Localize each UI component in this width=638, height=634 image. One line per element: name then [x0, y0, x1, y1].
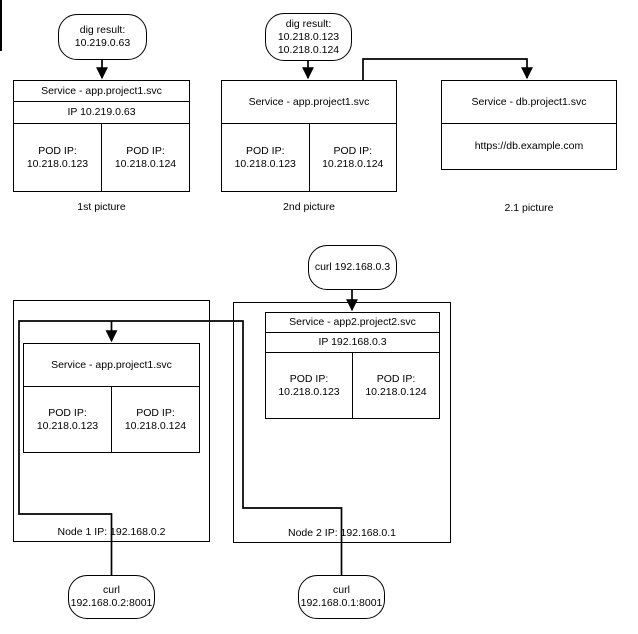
pods-row-node1: POD IP: 10.218.0.123 POD IP: 10.218.0.12… — [24, 386, 199, 452]
pod-cell: POD IP: 10.218.0.123 — [266, 353, 352, 418]
pod-label: POD IP: — [38, 144, 77, 157]
pod-label: POD IP: — [333, 144, 372, 157]
caption-2-1-picture: 2.1 picture — [504, 202, 554, 214]
curl-node1-line2: 192.168.0.2:8001 — [70, 597, 153, 609]
connector-service2-to-dbservice — [362, 58, 533, 80]
curl-node1-shape: curl 192.168.0.2:8001 — [68, 575, 155, 619]
curl-node2-line2: 192.168.0.1:8001 — [300, 597, 383, 609]
pods-row-node2: POD IP: 10.218.0.123 POD IP: 10.218.0.12… — [266, 352, 439, 418]
service-box-p1: Service - app.project1.svc IP 10.219.0.6… — [13, 80, 190, 192]
pod-ip: 10.218.0.123 — [278, 385, 340, 398]
caption-1st-picture: 1st picture — [77, 201, 126, 213]
curl-service2-shape: curl 192.168.0.3 — [308, 245, 397, 290]
curl-node2-shape: curl 192.168.0.1:8001 — [298, 575, 385, 619]
curl-node1-line1: curl — [103, 584, 120, 596]
service-title-node1: Service - app.project1.svc — [51, 358, 172, 371]
curl-node2-line1: curl — [333, 584, 350, 596]
cropped-edge-artifact — [0, 0, 2, 51]
pod-cell: POD IP: 10.218.0.123 — [24, 387, 111, 452]
pod-cell: POD IP: 10.218.0.124 — [352, 353, 439, 418]
pod-label: POD IP: — [245, 144, 285, 157]
pod-cell: POD IP: 10.218.0.124 — [101, 124, 189, 191]
pod-ip: 10.218.0.124 — [322, 157, 384, 170]
dig-result-1-line2: 10.219.0.63 — [74, 37, 131, 49]
pod-cell: POD IP: 10.218.0.124 — [111, 387, 199, 452]
pod-ip: 10.218.0.123 — [26, 157, 89, 170]
curl-service2-text: curl 192.168.0.3 — [314, 261, 391, 273]
pods-row-p1: POD IP: 10.218.0.123 POD IP: 10.218.0.12… — [14, 123, 189, 191]
dig-result-2-shape: dig result: 10.218.0.123 10.218.0.124 — [265, 13, 352, 61]
pod-ip: 10.218.0.123 — [36, 419, 99, 432]
service-title-p21: Service - db.project1.svc — [471, 95, 587, 108]
service-ip-node2: IP 192.168.0.3 — [266, 332, 439, 352]
caption-2nd-picture: 2nd picture — [283, 201, 335, 213]
dig-result-1-line1: dig result: — [79, 24, 126, 36]
pods-row-p2: POD IP: 10.218.0.123 POD IP: 10.218.0.12… — [222, 123, 396, 191]
pod-label: POD IP: — [289, 372, 329, 385]
dig-result-2-line1: dig result: — [285, 17, 332, 30]
dig-result-2-line2: 10.218.0.123 — [277, 30, 340, 43]
service-box-p2: Service - app.project1.svc POD IP: 10.21… — [221, 80, 397, 192]
pod-cell: POD IP: 10.218.0.123 — [14, 124, 101, 191]
service-ip-p1: IP 10.219.0.63 — [14, 101, 189, 123]
node2-ip-label: Node 2 IP: 192.168.0.1 — [288, 527, 396, 539]
dig-result-2-line3: 10.218.0.124 — [277, 43, 340, 56]
pod-label: POD IP: — [136, 406, 175, 419]
service-title-p1: Service - app.project1.svc — [41, 84, 162, 97]
service-title-node2: Service - app2.project2.svc — [289, 316, 416, 328]
service-box-p21: Service - db.project1.svc https://db.exa… — [441, 80, 617, 170]
service-box-node2: Service - app2.project2.svc IP 192.168.0… — [265, 312, 440, 419]
pod-cell: POD IP: 10.218.0.123 — [222, 124, 309, 191]
pod-ip: 10.218.0.124 — [124, 419, 187, 432]
pod-label: POD IP: — [48, 406, 87, 419]
pod-ip: 10.218.0.124 — [365, 385, 427, 398]
pod-label: POD IP: — [126, 144, 165, 157]
pod-ip: 10.218.0.124 — [114, 157, 177, 170]
pod-ip: 10.218.0.123 — [234, 157, 296, 170]
service-box-node1: Service - app.project1.svc POD IP: 10.21… — [23, 343, 200, 453]
service-url-p21: https://db.example.com — [442, 123, 616, 169]
pod-label: POD IP: — [376, 372, 416, 385]
node1-ip-label: Node 1 IP: 192.168.0.2 — [57, 526, 166, 538]
dig-result-1-shape: dig result: 10.219.0.63 — [58, 14, 147, 60]
service-title-p2: Service - app.project1.svc — [248, 95, 370, 108]
pod-cell: POD IP: 10.218.0.124 — [308, 124, 397, 191]
